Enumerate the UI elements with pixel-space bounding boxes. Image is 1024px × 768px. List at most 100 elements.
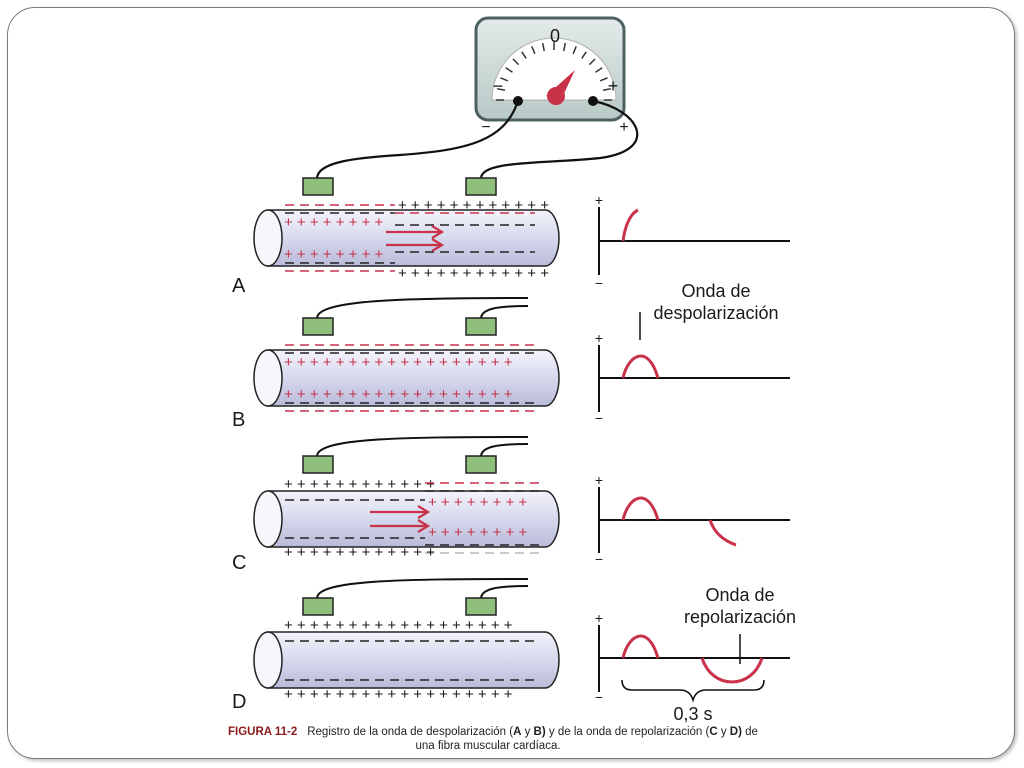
dial-tick [563,42,567,52]
inner-plus-charges: + + + + + + + + [428,524,527,541]
dial-tick [496,87,506,91]
muscle-fiber-cylinder [267,631,560,689]
panel-d: + + + + + + + + + + + + + + + + + + + + … [232,578,796,724]
terminal-plus-label: + [619,119,628,136]
dial-tick [572,46,577,55]
dial-tick [512,58,520,66]
axis-minus: − [595,410,603,426]
meter-zero-label: 0 [550,26,560,46]
panel-c: + + + + + + + + + + + + + + + + + + + + … [232,436,790,574]
wire-plus [479,99,639,179]
outer-plus-bottom: + + + + + + + + + + + + + + + + + + [284,686,513,703]
depolarization-wave-rising [621,208,639,242]
caption-line2: una fibra muscular cardíaca. [415,740,561,752]
lead-wire [316,436,529,457]
dial-tick [588,58,596,66]
dial-tick [602,87,612,91]
dial-tick [531,46,536,55]
duration-label: 0,3 s [673,704,712,724]
annotation-line2: repolarización [684,607,796,627]
dial-tick [595,67,603,73]
inner-plus-charges: + + + + + + + + [284,246,383,263]
annotation-line1: Onda de [705,585,774,605]
meter-plus-label: + [608,76,619,96]
caption-text: de [741,726,758,738]
annotation-line2: despolarización [653,303,778,323]
annotation-line1: Onda de [681,281,750,301]
lead-wire [316,297,529,319]
caption-text: y [717,726,730,738]
propagation-arrows [370,505,431,533]
electrode-right [465,317,497,336]
lead-wire [480,305,529,319]
galvanometer: 0 − + − + [474,16,629,136]
lead-wire [480,585,529,599]
caption-bold: B) [533,726,546,738]
axis-plus: + [595,330,603,346]
panel-b: + + + + + + + + + + + + + + + + + + + + … [232,281,790,431]
caption-text: Registro de la onda de despolarización ( [307,726,514,738]
meter-minus-label: − [493,76,504,96]
meter-ticks [496,42,612,101]
repolarization-wave [700,657,764,684]
dial-tick [581,51,587,59]
outer-plus-top: + + + + + + + + + + + + + + + + + + [284,617,513,634]
duration-bracket [621,679,765,703]
axis-minus: − [595,689,603,705]
panel-letter: C [232,552,246,574]
inner-plus-charges: + + + + + + + + [284,214,383,231]
caption-bold: D) [729,726,742,738]
fiber-end [253,209,283,267]
fiber-end [253,349,283,407]
electrode-left [302,177,334,196]
dial-tick [541,42,545,52]
lead-wire [316,578,529,599]
outer-plus-top: + + + + + + + + + + + + [398,197,549,214]
electrode-left [302,317,334,336]
dial-tick [599,77,608,82]
depolarization-wave [621,354,660,379]
repolarization-wave-partial [708,519,737,547]
electrode-left [302,455,334,474]
depolarization-wave [621,634,660,659]
needle-hub [547,87,565,105]
panel-letter: B [232,409,245,431]
dial-tick [500,77,509,82]
axis-minus: − [595,551,603,567]
electrode-right [465,455,497,474]
caption-bold: A [513,726,522,738]
terminal-minus-label: − [481,119,490,136]
fiber-end [253,631,283,689]
inner-plus-charges: + + + + + + + + [428,494,527,511]
axis-plus: + [595,192,603,208]
wire-minus [315,100,520,179]
fiber-end [253,490,283,548]
electrode-left [302,597,334,616]
outer-plus-bottom: + + + + + + + + + + + + [398,265,549,282]
caption-text: y de la onda de repolarización ( [545,726,710,738]
muscle-fiber-cylinder [267,490,560,548]
panel-letter: D [232,691,246,713]
outer-plus-top: + + + + + + + + + + + + [284,476,435,493]
lead-wire [480,443,529,457]
outer-plus-bottom: + + + + + + + + + + + + [284,544,435,561]
panel-a: + + + + + + + + + + + + + + + + + + + + … [232,177,790,297]
inner-plus-charges: + + + + + + + + + + + + + + + + + + [284,354,513,371]
panel-letter: A [232,275,246,297]
dial-tick [521,51,527,59]
axis-plus: + [595,472,603,488]
electrode-right [465,177,497,196]
propagation-arrows [386,225,445,252]
axis-plus: + [595,610,603,626]
caption-text: y [521,726,534,738]
inner-plus-charges: + + + + + + + + + + + + + + + + + + [284,386,513,403]
depolarization-wave [621,496,660,521]
electrode-right [465,597,497,616]
muscle-fiber-cylinder [267,349,560,407]
figure-caption: FIGURA 11-2 Registro de la onda de despol… [228,725,808,753]
dial-tick [505,67,513,73]
axis-minus: − [595,275,603,291]
caption-bold: C [709,726,718,738]
figure-label: FIGURA 11-2 [228,726,298,738]
